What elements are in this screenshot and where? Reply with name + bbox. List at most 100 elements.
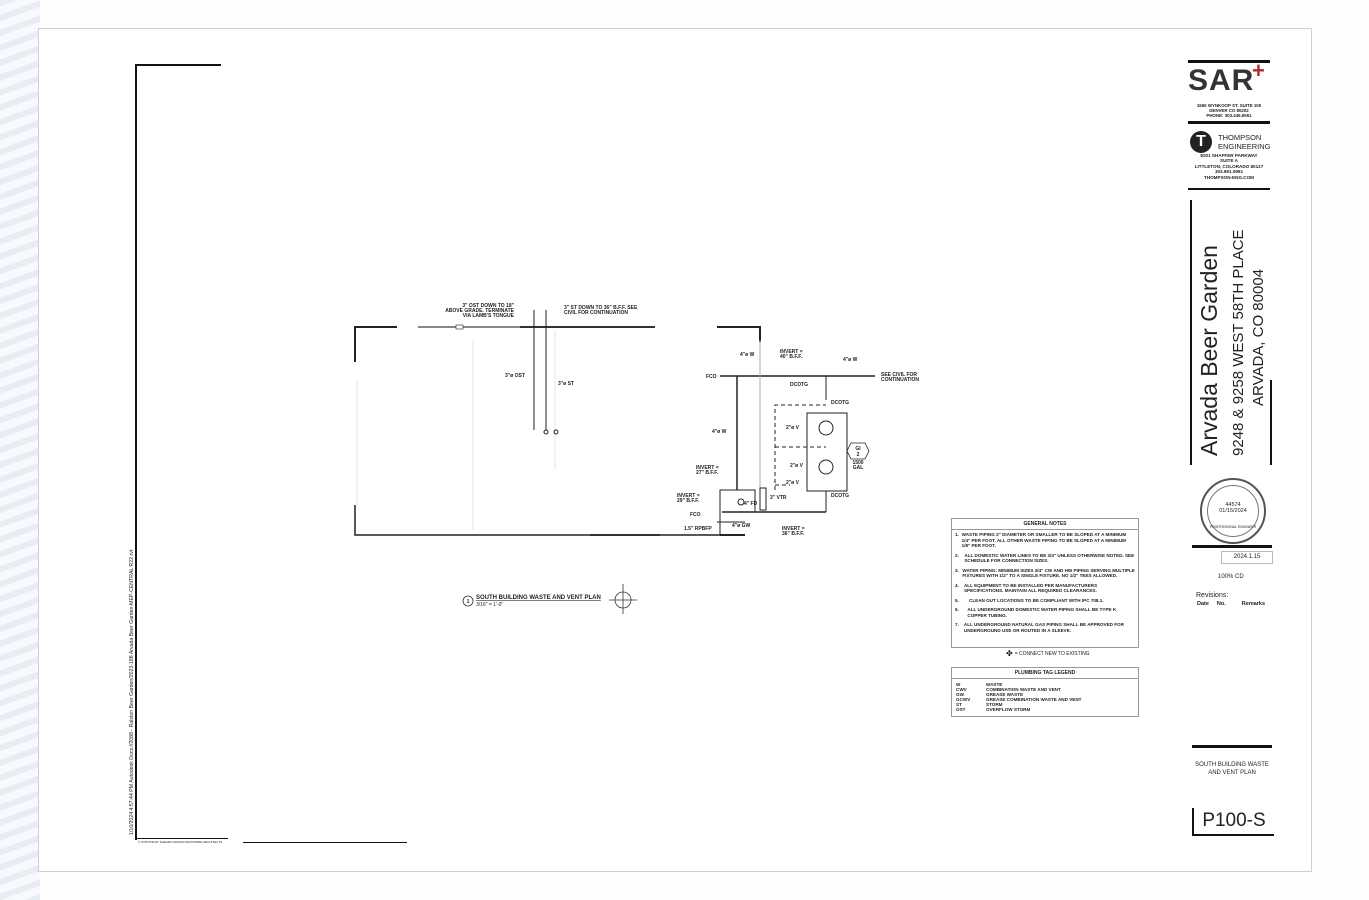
interceptor-manhole xyxy=(818,459,834,475)
divider xyxy=(1188,188,1270,190)
invert-label: INVERT = xyxy=(696,465,719,471)
engineer-name-line: ENGINEERING xyxy=(1218,142,1271,151)
sar-logo-plus: + xyxy=(1252,58,1265,83)
waste-label: 4"ø W xyxy=(740,352,755,358)
see-civil-label: CONTINUATION xyxy=(881,377,919,383)
project-side-bar xyxy=(1190,200,1192,465)
grease-waste-label: 4"ø GW xyxy=(732,523,750,529)
address-line: DENVER CO 80202 xyxy=(1209,108,1249,113)
ost-pipe-label: 3"ø OST xyxy=(505,373,525,379)
general-notes-title: GENERAL NOTES xyxy=(952,519,1138,530)
general-note: 7.ALL UNDERGROUND NATURAL GAS PIPING SHA… xyxy=(955,622,1135,633)
invert-label: INVERT = xyxy=(782,526,805,532)
copyright: © COPYRIGHT SHEARS ADKINS ROCKMORE ARCHI… xyxy=(138,840,223,844)
ost-callout: VIA LAMB'S TONGUE xyxy=(463,313,515,319)
invert-label: 27" B.F.F. xyxy=(696,470,719,476)
address-line: 303.991.0991 xyxy=(1214,169,1244,175)
legend-key: CWV xyxy=(956,687,967,692)
legend-value: GREASE WASTE xyxy=(986,692,1024,697)
general-note: 6. ALL UNDERGROUND DOMESTIC WATER PIPING … xyxy=(955,607,1135,618)
gi-tag-label: 2 xyxy=(857,452,860,458)
st-callout: 3" ST DOWN TO 36" B.F.F. SEE xyxy=(564,305,638,311)
divider xyxy=(1192,745,1272,748)
dcotg-label: DCOTG xyxy=(790,382,808,388)
phase: 100% CD xyxy=(1218,574,1244,580)
sheet-title-line: SOUTH BUILDING WASTE xyxy=(1195,762,1269,768)
note-number: 1. xyxy=(955,532,959,537)
plan-labels: 3" OST DOWN TO 18" ABOVE GRADE. TERMINAT… xyxy=(445,303,919,608)
storefront xyxy=(418,326,660,536)
address-line: SUITE A xyxy=(1220,158,1238,164)
piping xyxy=(533,310,875,535)
note-text: ALL UNDERGROUND DOMESTIC WATER PIPING SH… xyxy=(967,607,1117,618)
compass xyxy=(609,584,637,614)
revisions-col: Date xyxy=(1197,601,1209,607)
dcotg-label: DCOTG xyxy=(831,400,849,406)
bottom-frame-line-2 xyxy=(243,842,407,843)
legend-value: COMBINATION WASTE AND VENT xyxy=(986,687,1061,692)
issue-date: 2024.1.15 xyxy=(1221,551,1273,564)
left-frame-line xyxy=(135,64,137,840)
connect-note: ✤ = CONNECT NEW TO EXISTING xyxy=(1006,649,1090,658)
st-callout: CIVIL FOR CONTINUATION xyxy=(564,310,628,316)
fco-label: FCO xyxy=(706,374,717,380)
vent-piping xyxy=(774,404,826,490)
plan-scale: 3/16" = 1'-0" xyxy=(476,602,503,608)
note-number: 3. xyxy=(955,567,959,573)
legend-key: ST xyxy=(956,702,962,707)
sar-logo: SAR xyxy=(1188,64,1255,97)
legend-item: GW GREASE WASTE xyxy=(956,692,1138,697)
seal-date: 01/15/2024 xyxy=(1219,508,1247,514)
capacity-label: 1500 xyxy=(852,460,863,466)
wall xyxy=(354,326,397,362)
general-note: 2. ALL DOMESTIC WATER LINES TO BE 3/4" UN… xyxy=(955,553,1135,564)
dcotg-label: DCOTG xyxy=(831,493,849,499)
note-number: 6. xyxy=(955,607,959,612)
roof-drain xyxy=(553,429,559,435)
sheet-number: P100-S xyxy=(1192,808,1274,836)
note-text: ALL DOMESTIC WATER LINES TO BE 3/4" UNLE… xyxy=(964,552,1135,564)
interceptor-manhole xyxy=(818,420,834,436)
address-line: THOMPSON-ENG.COM xyxy=(1203,174,1255,180)
general-note: 1.WASTE PIPING 2" DIAMETER OR SMALLER TO… xyxy=(955,532,1135,549)
note-number: 2. xyxy=(955,552,959,558)
vtr-box xyxy=(759,487,767,511)
fco-label: FCO xyxy=(690,512,701,518)
legend-key: GCWV xyxy=(956,697,971,702)
seal-number: 44574 xyxy=(1225,502,1241,508)
legend-title: PLUMBING TAG LEGEND xyxy=(952,668,1138,679)
note-text: ALL UNDERGROUND NATURAL GAS PIPING SHALL… xyxy=(963,622,1124,633)
vent-label: 2"ø V xyxy=(786,480,800,486)
legend-value: STORM xyxy=(986,702,1003,707)
legend-key: W xyxy=(956,682,961,687)
roof-drain xyxy=(543,429,549,435)
revisions-col: No. xyxy=(1216,601,1226,607)
note-text: ALL EQUIPMENT TO BE INSTALLED PER MANUFA… xyxy=(963,582,1098,594)
connect-symbol-icon: ✤ xyxy=(1006,649,1013,658)
divider xyxy=(1192,545,1272,548)
revisions-header: Date No. Remarks xyxy=(1197,601,1265,607)
address-line: 1550 WYNKOOP ST. SUITE 100 xyxy=(1196,103,1262,108)
thompson-logo-icon: T xyxy=(1190,131,1212,153)
st-pipe-label: 3"ø ST xyxy=(558,381,574,387)
general-note: 4.ALL EQUIPMENT TO BE INSTALLED PER MANU… xyxy=(955,583,1135,594)
sheet-title-line: AND VENT PLAN xyxy=(1208,770,1256,776)
ost-callout: ABOVE GRADE. TERMINATE xyxy=(445,308,514,314)
rpbfp-label: 1.5" RPBFP xyxy=(684,526,712,532)
legend-key: GW xyxy=(956,692,964,697)
fixture-piping xyxy=(719,489,756,535)
view-number-bubble xyxy=(462,595,474,607)
revisions-label: Revisions: xyxy=(1196,592,1229,599)
seal-text: PROFESSIONAL ENGINEER xyxy=(1209,525,1257,529)
project-side-bar-right xyxy=(1270,380,1272,465)
vent-label: 2"ø V xyxy=(790,463,804,469)
gi-tag xyxy=(846,442,870,460)
divider xyxy=(1188,60,1270,63)
wall xyxy=(717,326,761,342)
top-frame-line xyxy=(135,64,221,66)
see-civil-label: SEE CIVIL FOR xyxy=(881,372,917,378)
engineer-seal: 44574 01/15/2024 PROFESSIONAL ENGINEER xyxy=(1200,478,1266,544)
